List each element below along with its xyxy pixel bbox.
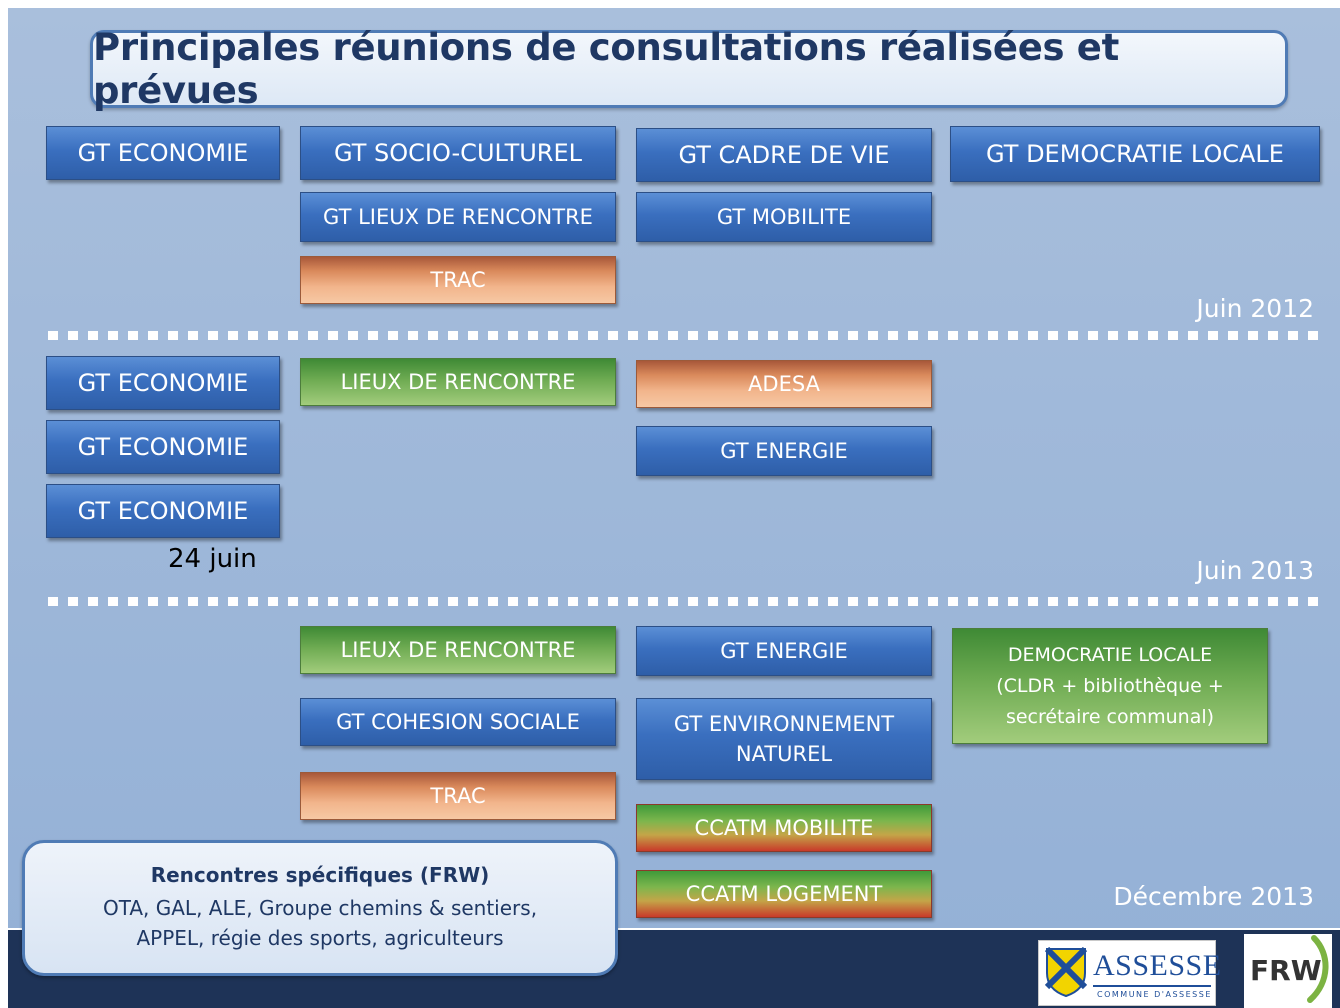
frw-swoosh-icon [1307, 935, 1329, 1003]
box-gt-lieux-de-rencontre: GT LIEUX DE RENCONTRE [300, 192, 616, 242]
assesse-wordmark: ASSESSE [1093, 949, 1222, 982]
assesse-shield-icon [1045, 947, 1087, 997]
box-adesa: ADESA [636, 360, 932, 408]
assesse-underline [1093, 985, 1211, 987]
note-24-juin: 24 juin [168, 544, 257, 574]
date-decembre-2013: Décembre 2013 [1113, 882, 1314, 911]
date-juin-2013: Juin 2013 [1196, 556, 1314, 585]
frw-title: Rencontres spécifiques (FRW) [150, 863, 490, 887]
box-gt-environnement-line2: NATUREL [735, 742, 833, 766]
box-gt-economie-2c: GT ECONOMIE [46, 484, 280, 538]
box-democratie-line2: (CLDR + bibliothèque + [996, 674, 1224, 697]
box-gt-cadre-de-vie: GT CADRE DE VIE [636, 128, 932, 182]
box-lieux-de-rencontre-3: LIEUX DE RENCONTRE [300, 626, 616, 674]
slide: Principales réunions de consultations ré… [8, 8, 1340, 1008]
box-trac-3: TRAC [300, 772, 616, 820]
page-title: Principales réunions de consultations ré… [93, 26, 1119, 112]
frw-wordmark: FRW [1250, 954, 1322, 987]
box-gt-socio-culturel: GT SOCIO-CULTUREL [300, 126, 616, 180]
box-gt-environnement-line1: GT ENVIRONNEMENT [673, 712, 895, 736]
assesse-logo: ASSESSE COMMUNE D'ASSESSE [1038, 940, 1221, 1006]
frw-logo: FRW [1244, 934, 1332, 1008]
date-juin-2012: Juin 2012 [1196, 294, 1314, 323]
box-gt-energie-3: GT ENERGIE [636, 626, 932, 676]
box-gt-energie-2: GT ENERGIE [636, 426, 932, 476]
box-trac: TRAC [300, 256, 616, 304]
separator-1 [48, 331, 1328, 340]
box-ccatm-logement: CCATM LOGEMENT [636, 870, 932, 918]
box-gt-economie-2a: GT ECONOMIE [46, 356, 280, 410]
assesse-subtitle: COMMUNE D'ASSESSE [1097, 990, 1212, 999]
box-ccatm-mobilite: CCATM MOBILITE [636, 804, 932, 852]
box-democratie-line1: DEMOCRATIE LOCALE [1007, 643, 1213, 666]
frw-line-1: OTA, GAL, ALE, Groupe chemins & sentiers… [102, 896, 538, 920]
box-lieux-de-rencontre-2: LIEUX DE RENCONTRE [300, 358, 616, 406]
box-gt-cohesion-sociale: GT COHESION SOCIALE [300, 698, 616, 746]
frw-line-2: APPEL, régie des sports, agriculteurs [136, 926, 504, 950]
title-box: Principales réunions de consultations ré… [90, 26, 1288, 112]
frw-callout: Rencontres spécifiques (FRW) OTA, GAL, A… [22, 840, 618, 976]
box-democratie-locale: DEMOCRATIE LOCALE (CLDR + bibliothèque +… [952, 628, 1268, 744]
box-gt-mobilite: GT MOBILITE [636, 192, 932, 242]
box-gt-economie: GT ECONOMIE [46, 126, 280, 180]
box-democratie-line3: secrétaire communal) [1005, 705, 1215, 728]
separator-2 [48, 597, 1328, 606]
box-gt-economie-2b: GT ECONOMIE [46, 420, 280, 474]
box-gt-democratie-locale: GT DEMOCRATIE LOCALE [950, 126, 1320, 182]
box-gt-environnement-naturel: GT ENVIRONNEMENT NATUREL [636, 698, 932, 780]
